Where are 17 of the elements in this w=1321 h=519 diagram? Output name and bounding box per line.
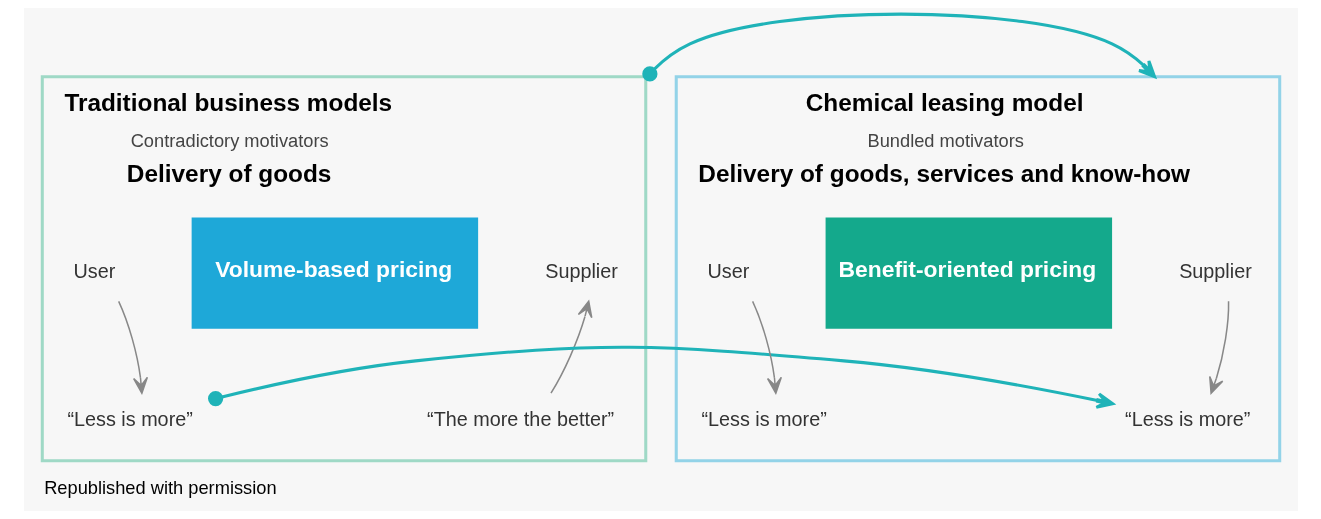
node-text: “The more the better” (426, 408, 614, 431)
arrow (207, 345, 1114, 409)
node-text: Supplier (1178, 260, 1252, 283)
node-text: User (706, 260, 749, 283)
node-text: “Less is more” (66, 408, 193, 431)
node-text: Supplier (544, 260, 618, 283)
arrow (549, 300, 592, 394)
node-box: Volume-based pricing (191, 217, 478, 329)
node-box: Benefit-oriented pricing (825, 217, 1112, 329)
node-text: User (73, 260, 115, 283)
arrow (117, 300, 148, 394)
node-text: “Less is more” (1124, 408, 1250, 431)
arrow (751, 300, 782, 394)
node-text: “Less is more” (700, 408, 827, 431)
arrow (641, 12, 1156, 82)
arrow (1208, 300, 1229, 394)
caption: Republished with permission (43, 476, 277, 498)
